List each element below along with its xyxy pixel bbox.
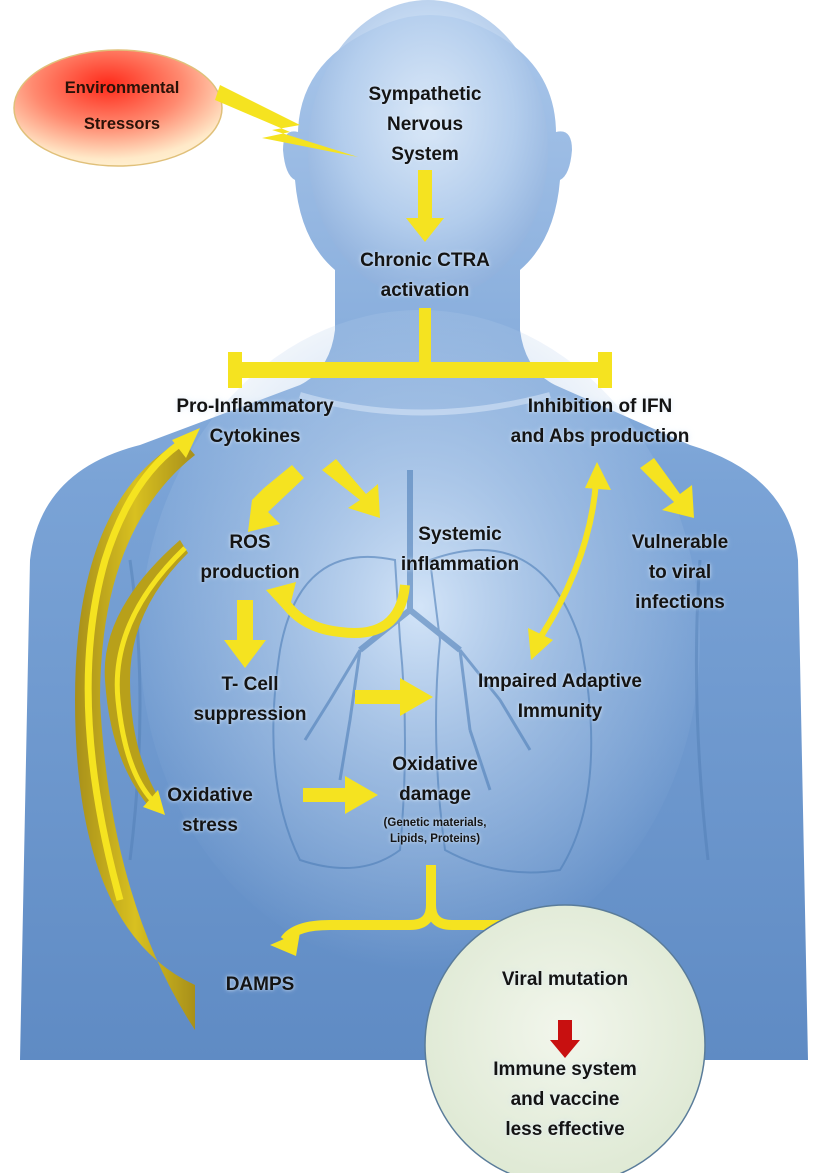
label-damps: DAMPS [205,970,315,1000]
label-oxidative-damage-detail: (Genetic materials,Lipids, Proteins) [355,815,515,847]
label-viral-mutation: Viral mutation [465,965,665,995]
split-bracket-ctra [228,308,612,388]
